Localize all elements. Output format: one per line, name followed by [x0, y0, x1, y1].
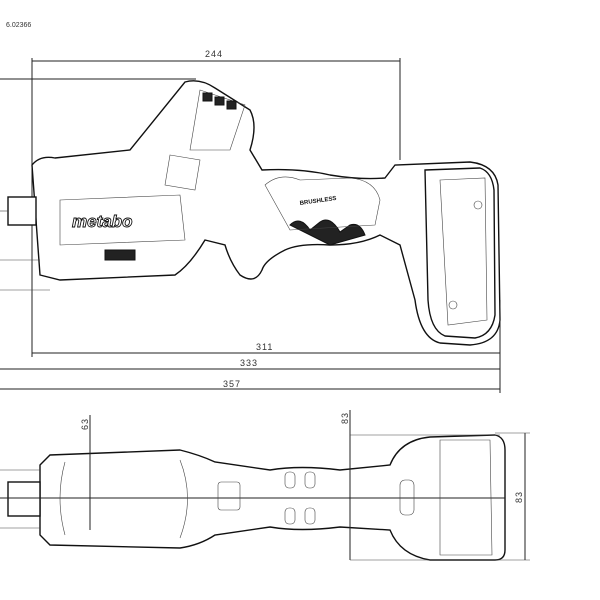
- svg-text:83: 83: [340, 412, 350, 424]
- dimension-333: 333: [0, 358, 500, 370]
- dimension-244: 244: [0, 49, 401, 357]
- saw-top-view: [0, 434, 506, 561]
- dimension-83-height: 83: [340, 410, 530, 561]
- dimension-311: 311: [32, 342, 500, 354]
- brand-logo: metabo: [72, 212, 132, 231]
- svg-text:244: 244: [205, 49, 223, 59]
- svg-text:83: 83: [514, 491, 524, 503]
- drawing-code: 6.02366: [6, 22, 31, 29]
- svg-text:63: 63: [80, 418, 90, 430]
- svg-text:357: 357: [223, 379, 241, 389]
- dimension-83-width: 83: [495, 432, 530, 560]
- svg-text:333: 333: [240, 358, 258, 368]
- svg-text:311: 311: [256, 342, 273, 352]
- saw-side-view: metabo BRUSHLESS: [0, 80, 501, 346]
- dimension-357: 357: [0, 379, 500, 390]
- dimension-63: 63: [80, 415, 91, 530]
- motor-label: BRUSHLESS: [299, 196, 336, 207]
